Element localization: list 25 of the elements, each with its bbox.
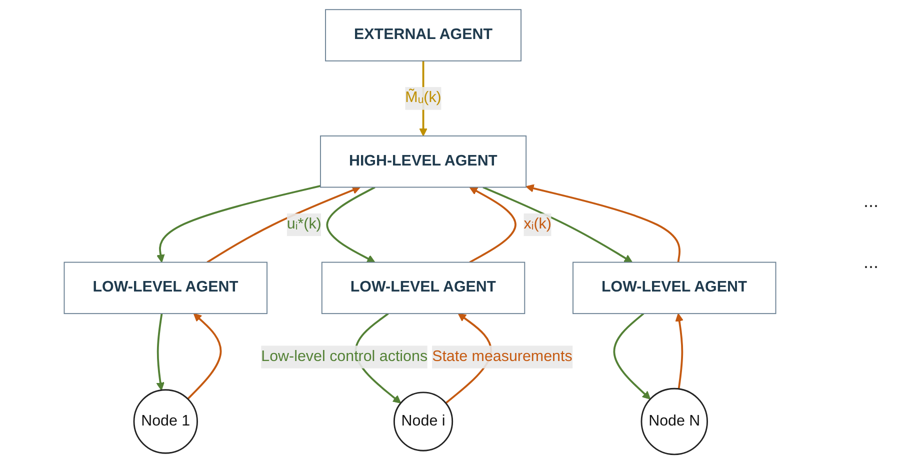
node-box: LOW-LEVEL AGENT: [321, 262, 526, 314]
ellipsis-text: ...: [863, 252, 878, 273]
arrow: [326, 186, 376, 263]
arrow: [469, 186, 516, 264]
arrow: [156, 184, 321, 263]
arrow: [613, 312, 651, 400]
arrow: [526, 184, 681, 262]
edge-label: State measurements: [432, 348, 572, 365]
node-box: LOW-LEVEL AGENT: [572, 262, 776, 314]
edge-label: Low-level control actions: [261, 348, 428, 365]
arrow: [187, 313, 222, 400]
node-circle: Node i: [393, 392, 454, 452]
arrow: [482, 186, 633, 263]
edge-label: M̃ᵤ(k): [405, 90, 442, 106]
node-box: EXTERNAL AGENT: [325, 9, 522, 62]
edge-label: uᵢ*(k): [286, 216, 322, 232]
arrow: [156, 313, 165, 391]
node-box: HIGH-LEVEL AGENT: [320, 135, 527, 188]
arrow: [206, 186, 361, 264]
ellipsis-text: ...: [863, 191, 878, 212]
arrow: [675, 313, 684, 390]
node-circle: Node N: [640, 388, 708, 456]
node-box: LOW-LEVEL AGENT: [64, 262, 268, 314]
edge-label: xᵢ(k): [524, 216, 552, 232]
node-circle: Node 1: [133, 389, 198, 454]
